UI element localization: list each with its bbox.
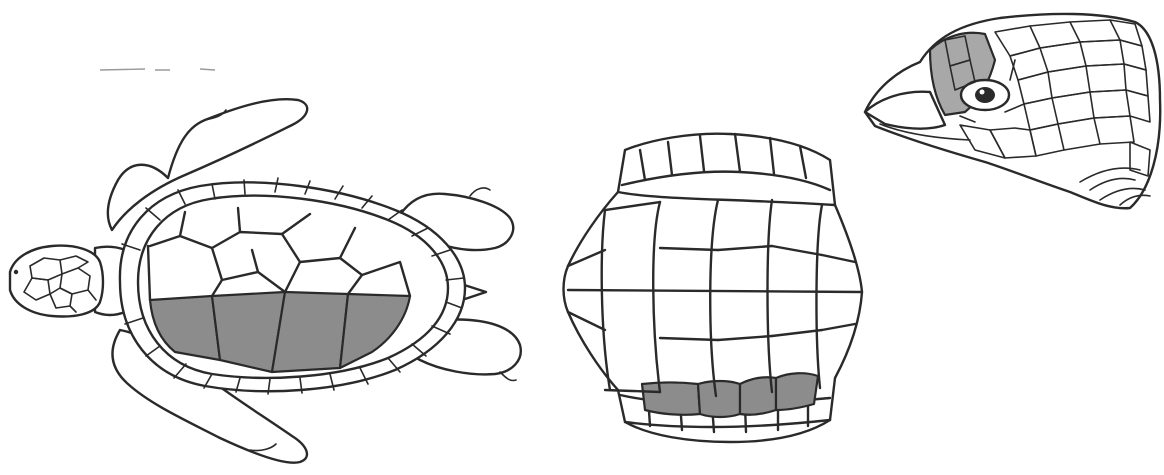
plastron-shaded-4 xyxy=(776,373,818,410)
nostril xyxy=(14,270,18,274)
plastron-shaded-1 xyxy=(642,383,700,415)
plastron-shaded-2 xyxy=(698,381,740,417)
head-lateral-view xyxy=(865,14,1160,208)
shaded-scute-3 xyxy=(272,292,348,372)
stray-marks xyxy=(100,69,215,70)
plastron-ventral-view xyxy=(564,134,863,442)
turtle-dorsal-view xyxy=(10,99,521,462)
